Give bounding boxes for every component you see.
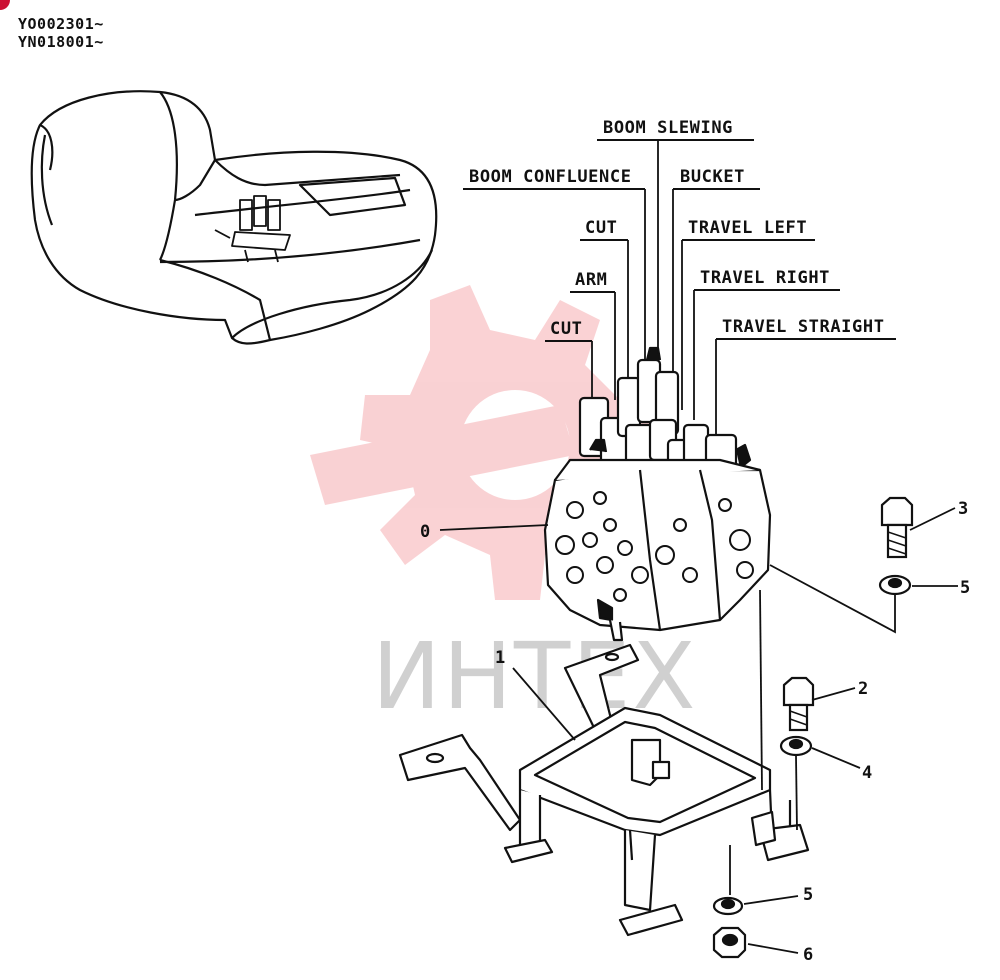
corner-marker: [0, 0, 10, 10]
leader-washer-4-axis: [795, 755, 798, 831]
serial-range-2: YN018001~: [18, 33, 104, 51]
bolt-2: [782, 676, 815, 732]
nut-6: [712, 926, 747, 959]
washer-4: [779, 735, 813, 757]
part-number-washer-4: 4: [862, 763, 872, 783]
part-number-bolt-2: 2: [858, 679, 868, 699]
label-travel-straight: TRAVEL STRAIGHT: [722, 317, 885, 337]
serial-range-1: YO002301~: [18, 15, 104, 33]
part-number-washer-5-upper: 5: [960, 578, 970, 598]
leader-valve: [439, 524, 549, 531]
label-arm: ARM: [575, 270, 608, 290]
label-travel-right: TRAVEL RIGHT: [700, 268, 830, 288]
leader-bracket: [512, 667, 576, 741]
callout-labels: BOOM SLEWING BOOM CONFLUENCE BUCKET CUT …: [463, 118, 896, 342]
bolt-3: [880, 496, 914, 559]
part-number-nut-6: 6: [803, 945, 813, 965]
leader-lines: [591, 140, 717, 440]
leader-washer-4: [811, 747, 861, 769]
label-boom-confluence: BOOM CONFLUENCE: [469, 167, 632, 187]
washer-5-lower: [712, 896, 744, 916]
part-number-bracket: 1: [495, 648, 505, 668]
leader-washer-5-lower: [743, 895, 799, 905]
washer-5-upper: [878, 574, 912, 596]
label-bucket: BUCKET: [680, 167, 745, 187]
leader-bolt-2: [811, 687, 856, 701]
control-valve-assembly: [543, 346, 772, 642]
machine-overview: [30, 90, 438, 345]
leader-bolt-3: [909, 507, 956, 531]
part-number-washer-5-lower: 5: [803, 885, 813, 905]
mounting-bracket: [398, 643, 810, 937]
label-boom-slewing: BOOM SLEWING: [603, 118, 733, 138]
part-number-bolt-3: 3: [958, 499, 968, 519]
part-number-valve: 0: [420, 522, 430, 542]
valve-location-thumbnail: [214, 195, 291, 263]
label-travel-left: TRAVEL LEFT: [688, 218, 807, 238]
leader-washer-to-valve: [769, 564, 896, 634]
leader-nut-6: [747, 943, 799, 954]
label-cut-lower: CUT: [550, 319, 583, 339]
label-cut-upper: CUT: [585, 218, 618, 238]
mounting-axis-line: [759, 589, 763, 791]
